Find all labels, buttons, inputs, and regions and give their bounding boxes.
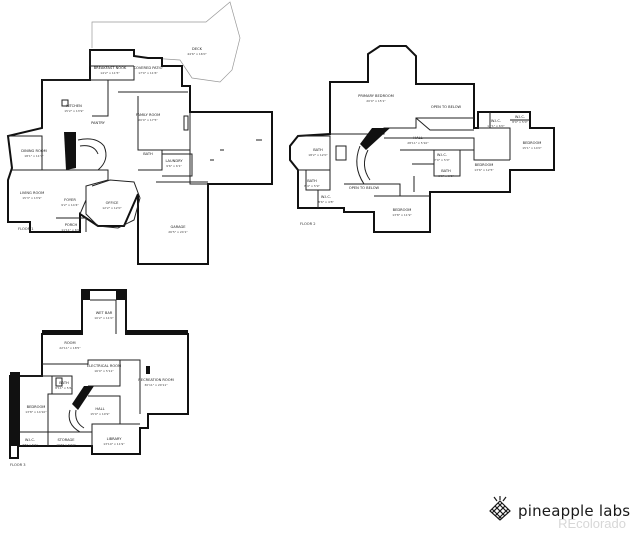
- breakfast-nook-label: BREAKFAST NOOK: [94, 66, 127, 70]
- bath-2b-dims: 8'4" x 5'9": [304, 184, 320, 188]
- wet-bar-label: WET BAR: [96, 311, 113, 315]
- covered-patio-label: COVERED PATIO: [134, 66, 163, 70]
- hall-2-label: HALL: [413, 136, 422, 140]
- breakfast-nook-dims: 14'2" x 11'5": [100, 71, 120, 75]
- recreation-room-dims: 30'11" x 20'11": [144, 383, 168, 387]
- hall-2-dims: 28'11" x 5'10": [407, 141, 429, 145]
- foyer-label: FOYER: [64, 198, 76, 202]
- wic-2b-label: W.I.C.: [437, 153, 447, 157]
- bath-1-label: BATH: [143, 152, 153, 156]
- dining-room-label: DINING ROOM: [21, 149, 46, 153]
- library-dims: 13'10" x 11'9": [103, 442, 125, 446]
- bath-2b-label: BATH: [307, 179, 317, 183]
- deck-label: DECK: [192, 47, 203, 51]
- family-room-dims: 20'0" x 17'5": [138, 118, 158, 122]
- family-room-label: FAMILY ROOM: [136, 113, 160, 117]
- bath-3-dims: 8'11" x 5'6": [55, 386, 73, 390]
- laundry-label: LAUNDRY: [165, 159, 183, 163]
- pineapple-labs-logo-icon: [488, 495, 512, 526]
- porch-label: PORCH: [65, 223, 78, 227]
- bedroom-2c-dims: 13'8" x 11'9": [392, 213, 412, 217]
- brand-name: pineapple labs: [518, 501, 631, 520]
- floor-3-plan: WET BAR 10'2" x 11'0" ROOM 22'11" x 18'5…: [9, 289, 189, 467]
- bedroom-2a-label: BEDROOM: [523, 141, 542, 145]
- open-to-below-1-label: OPEN TO BELOW: [431, 105, 462, 109]
- kitchen-dims: 15'2" x 13'9": [64, 109, 84, 113]
- floor-2-label: FLOOR 2: [300, 222, 316, 226]
- wic-2d-label: W.I.C.: [515, 115, 525, 119]
- living-room-label: LIVING ROOM: [20, 191, 44, 195]
- wic-2c-dims: 12'1" x 6'0": [487, 124, 505, 128]
- bath-3-label: BATH: [59, 381, 69, 385]
- wet-bar-dims: 10'2" x 11'0": [94, 316, 114, 320]
- wic-3-label: W.I.C.: [25, 438, 35, 442]
- hall-3-label: HALL: [95, 407, 104, 411]
- storage-dims: 16'6" x 6'10": [56, 443, 76, 447]
- wic-2b-dims: 7'0" x 5'0": [434, 158, 450, 162]
- wic-2a-dims: 8'6" x 4'8": [318, 200, 334, 204]
- garage-label: GARAGE: [170, 225, 186, 229]
- primary-bedroom-label: PRIMARY BEDROOM: [358, 94, 394, 98]
- wic-2c-label: W.I.C.: [491, 119, 501, 123]
- wic-3-dims: 7'5" x 6'1": [22, 443, 38, 447]
- open-to-below-2-label: OPEN TO BELOW: [349, 186, 380, 190]
- bath-2a-dims: 18'2" x 12'0": [308, 153, 328, 157]
- laundry-dims: 9'6" x 6'1": [166, 164, 182, 168]
- bath-2a-label: BATH: [313, 148, 323, 152]
- photo-credit: REcolorado: [558, 516, 626, 531]
- wic-2d-dims: 8'0" x 5'0": [512, 120, 528, 124]
- bedroom-3-label: BEDROOM: [27, 405, 46, 409]
- bedroom-2a-dims: 15'1" x 14'0": [522, 146, 542, 150]
- bedroom-2b-dims: 13'6" x 12'5": [474, 168, 494, 172]
- dining-room-dims: 18'1" x 11'9": [24, 154, 44, 158]
- room-dims: 22'11" x 18'5": [59, 346, 81, 350]
- bedroom-2b-label: BEDROOM: [475, 163, 494, 167]
- recreation-room-label: RECREATION ROOM: [138, 378, 173, 382]
- pantry-label: PANTRY: [91, 121, 106, 125]
- bath-2c-dims: 6'0" x 6'1": [438, 174, 454, 178]
- floor-3-label: FLOOR 3: [10, 463, 26, 467]
- porch-dims: 11'11" x 6'0": [61, 228, 81, 232]
- library-label: LIBRARY: [107, 437, 123, 441]
- electrical-room-dims: 16'0" x 5'11": [94, 369, 114, 373]
- floor-1-plan: DECK 44'6" x 16'0" BREAKFAST NOOK 14'2" …: [6, 1, 273, 265]
- primary-bedroom-dims: 20'0" x 15'1": [366, 99, 386, 103]
- floor-1-label: FLOOR 1: [18, 227, 34, 231]
- brand-block: pineapple labs: [488, 495, 630, 526]
- hall-3-dims: 15'0" x 10'9": [90, 412, 110, 416]
- office-label: OFFICE: [106, 201, 120, 205]
- office-dims: 12'2" x 12'0": [102, 206, 122, 210]
- storage-label: STORAGE: [57, 438, 75, 442]
- electrical-room-label: ELECTRICAL ROOM: [87, 364, 121, 368]
- kitchen-label: KITCHEN: [66, 104, 82, 108]
- bath-2c-label: BATH: [441, 169, 451, 173]
- bedroom-3-dims: 13'8" x 14'10": [25, 410, 47, 414]
- garage-dims: 26'5" x 24'1": [168, 230, 188, 234]
- living-room-dims: 15'3" x 13'9": [22, 196, 42, 200]
- room-label: ROOM: [64, 341, 75, 345]
- floor-2-plan: PRIMARY BEDROOM 20'0" x 15'1" OPEN TO BE…: [289, 45, 555, 233]
- deck-dims: 44'6" x 16'0": [187, 52, 207, 56]
- covered-patio-dims: 17'0" x 11'6": [138, 71, 158, 75]
- foyer-dims: 9'2" x 14'4": [61, 203, 79, 207]
- bedroom-2c-label: BEDROOM: [393, 208, 412, 212]
- wic-2a-label: W.I.C.: [321, 195, 331, 199]
